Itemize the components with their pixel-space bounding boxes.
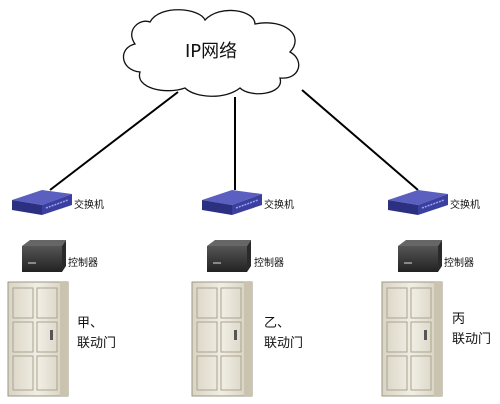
- switch-1: [12, 190, 72, 215]
- door-mark-1: 、: [90, 316, 104, 331]
- controller-label-3: 控制器: [444, 258, 474, 269]
- switch-2: [202, 190, 262, 215]
- door-name-2: 乙: [264, 316, 278, 331]
- door-name-3: 丙: [452, 312, 466, 327]
- switch-label-3: 交换机: [450, 200, 480, 211]
- link-line-left: [49, 91, 179, 191]
- controller-label-1: 控制器: [68, 258, 98, 269]
- door-label-3: 丙 联动门: [452, 310, 491, 350]
- cloud-shape: [122, 9, 300, 97]
- switch-label-1: 交换机: [74, 200, 104, 211]
- door-2: [191, 281, 253, 397]
- network-cloud-label: IP网络: [185, 41, 238, 62]
- controller-3: [398, 240, 442, 272]
- door-label-1: 甲、 联动门: [77, 314, 116, 354]
- door-type-3: 联动门: [452, 332, 492, 347]
- switch-3: [388, 190, 448, 215]
- controller-2: [207, 240, 251, 272]
- door-mark-2: 、: [277, 316, 291, 331]
- door-type-1: 联动门: [77, 336, 117, 351]
- controller-label-2: 控制器: [254, 258, 284, 269]
- door-name-1: 甲: [77, 316, 91, 331]
- door-3: [381, 281, 443, 397]
- door-1: [7, 281, 69, 397]
- door-label-2: 乙、 联动门: [264, 314, 303, 354]
- link-line-right: [301, 89, 419, 191]
- switch-label-2: 交换机: [264, 200, 294, 211]
- door-type-2: 联动门: [264, 336, 304, 351]
- controller-1: [22, 240, 66, 272]
